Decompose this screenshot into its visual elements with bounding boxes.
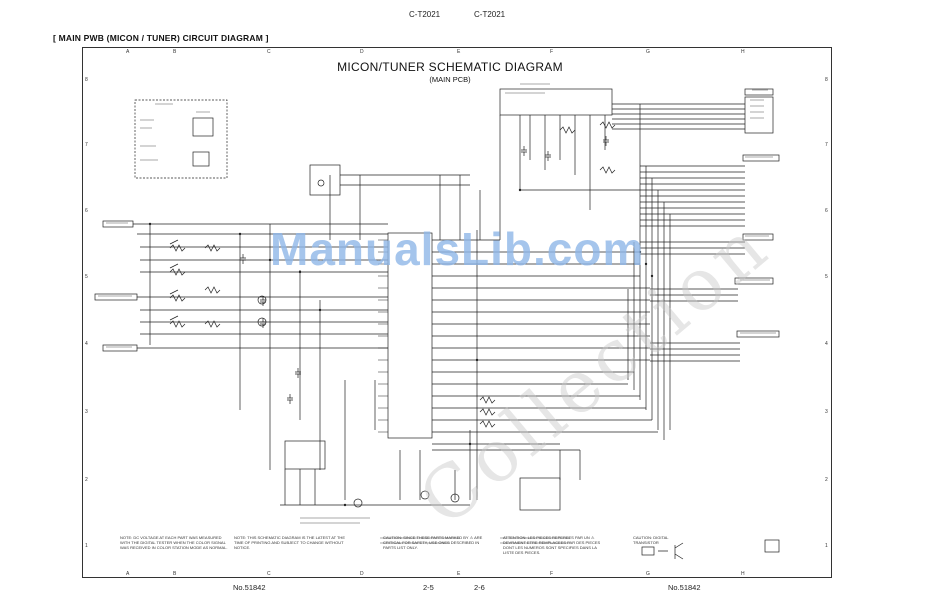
zone-row-label: 5 (85, 274, 88, 280)
zone-row-label: 3 (825, 409, 828, 415)
footer-doc-number-right: No.51842 (668, 583, 701, 592)
zone-col-label: G (646, 571, 650, 577)
zone-row-label: 8 (85, 77, 88, 83)
zone-row-label: 6 (85, 208, 88, 214)
zone-row-label: 2 (85, 477, 88, 483)
diagram-title: MICON/TUNER SCHEMATIC DIAGRAM (337, 60, 563, 74)
note-latest: NOTE: THIS SCHEMATIC DIAGRAM IS THE LATE… (234, 535, 345, 550)
zone-col-label: F (550, 571, 554, 577)
zone-col-label: A (126, 49, 130, 55)
diagram-subtitle: (MAIN PCB) (429, 75, 471, 84)
zone-row-label: 4 (85, 341, 88, 347)
zone-col-label: F (550, 49, 554, 55)
footer-doc-number-left: No.51842 (233, 583, 266, 592)
zone-col-label: D (360, 49, 364, 55)
footer-page-right: 2-6 (474, 583, 485, 592)
zone-row-label: 1 (825, 543, 828, 549)
zone-row-label: 8 (825, 77, 828, 83)
zone-col-label: H (741, 571, 745, 577)
zone-col-label: B (173, 49, 177, 55)
footer-page-left: 2-5 (423, 583, 434, 592)
note-caution-safety: CAUTION: SINCE THESE PARTS MARKED BY ⚠ A… (383, 535, 483, 550)
zone-row-label: 5 (825, 274, 828, 280)
zone-col-label: D (360, 571, 364, 577)
zone-row-label: 6 (825, 208, 828, 214)
zone-col-label: E (457, 49, 461, 55)
zone-col-label: G (646, 49, 650, 55)
zone-row-label: 7 (85, 142, 88, 148)
zone-col-label: H (741, 49, 745, 55)
zone-row-label: 2 (825, 477, 828, 483)
diagram-frame (82, 47, 832, 578)
header-code-right: C-T2021 (474, 10, 506, 19)
zone-col-label: A (126, 571, 130, 577)
watermark-main: ManualsLib.com (270, 223, 645, 275)
note-attention: ATTENTION: LES PIECES REPEREES PAR UN ⚠ … (503, 535, 601, 555)
zone-row-label: 1 (85, 543, 88, 549)
note-dc-voltage: NOTE: DC VOLTAGE AT EACH PART WAS MEASUR… (120, 535, 228, 550)
zone-row-label: 3 (85, 409, 88, 415)
zone-col-label: B (173, 571, 177, 577)
zone-col-label: C (267, 49, 271, 55)
note-digital-transistor: CAUTION: DIGITAL TRANSISTOR (633, 535, 669, 545)
zone-row-label: 4 (825, 341, 828, 347)
section-title: [ MAIN PWB (MICON / TUNER) CIRCUIT DIAGR… (53, 33, 269, 43)
zone-row-label: 7 (825, 142, 828, 148)
zone-col-label: C (267, 571, 271, 577)
zone-col-label: E (457, 571, 461, 577)
header-code-left: C-T2021 (409, 10, 441, 19)
